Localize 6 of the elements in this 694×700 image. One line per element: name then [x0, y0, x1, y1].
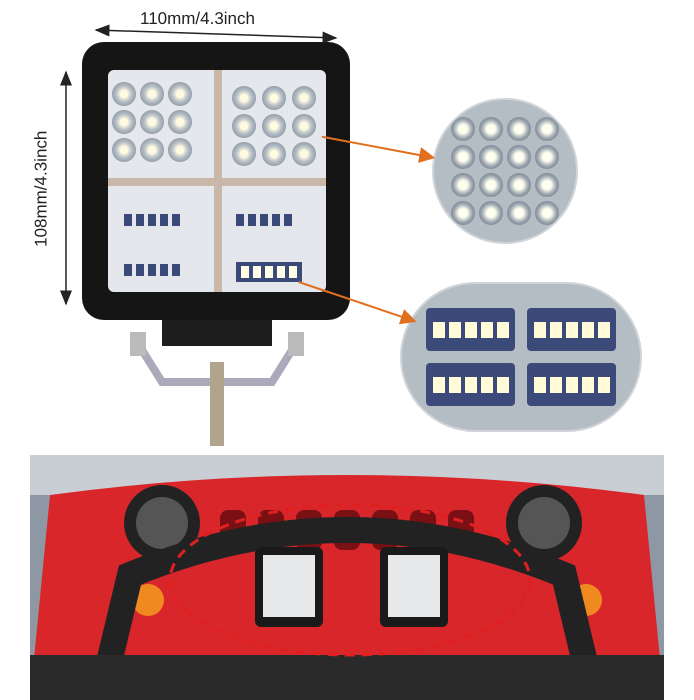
leader-line: [298, 281, 417, 324]
photo-placeholder: [30, 455, 664, 700]
dimension-label: 110mm/4.3inch: [140, 8, 255, 30]
leader-line: [322, 136, 436, 163]
led-panel: [236, 262, 302, 282]
dimension-label: 108mm/4.3inch: [30, 130, 52, 249]
